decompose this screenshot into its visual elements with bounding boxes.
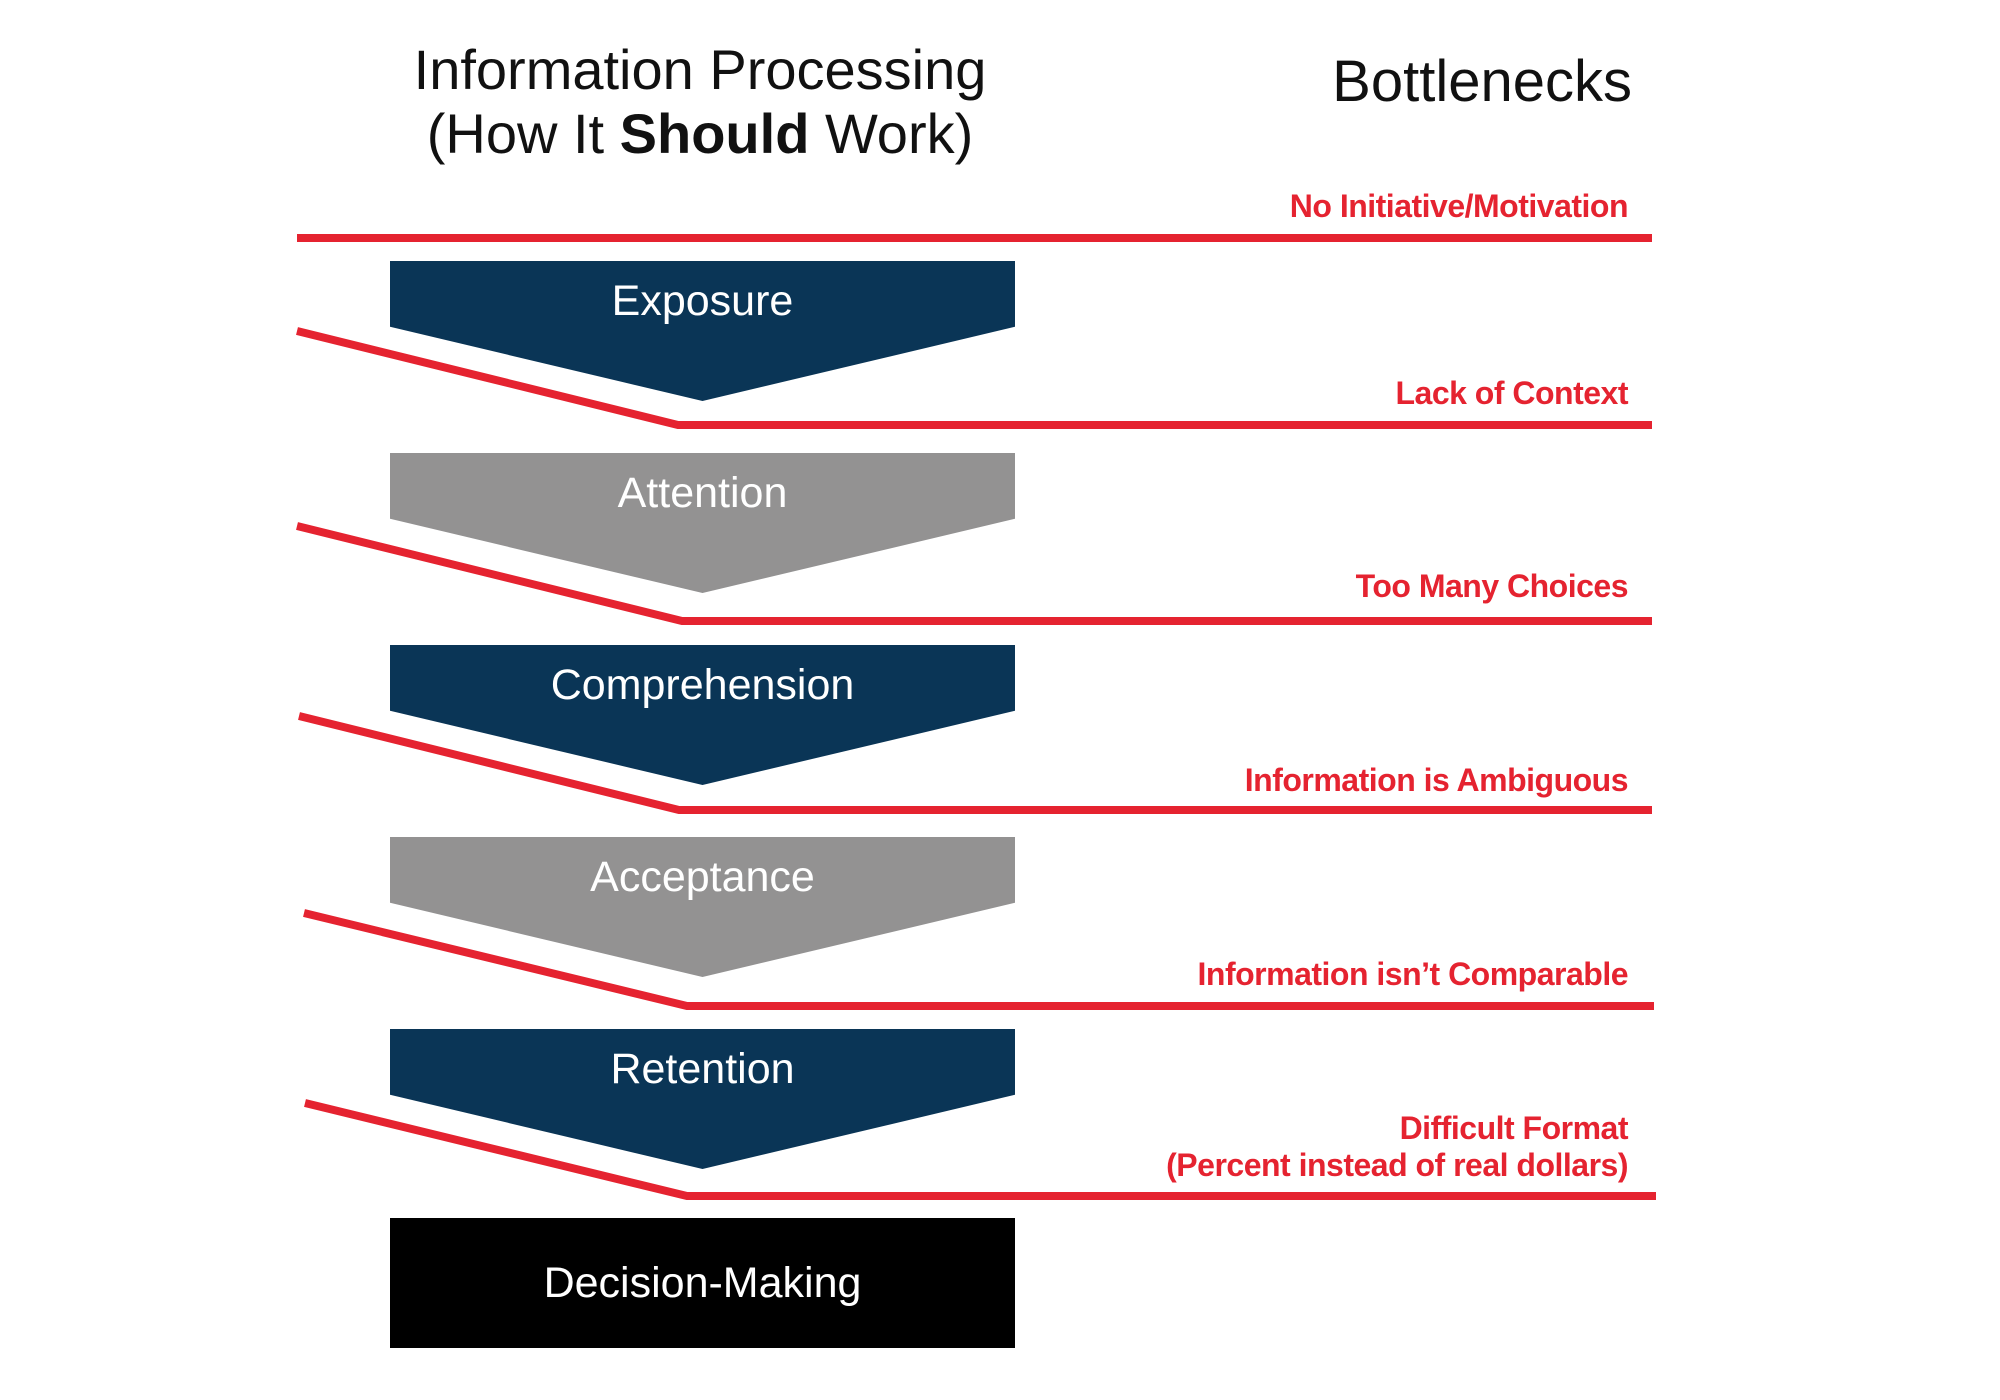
bottleneck-label-6-line1: Difficult Format (1399, 1110, 1629, 1146)
bottleneck-label-2: Lack of Context (1395, 375, 1628, 411)
bottleneck-line-5 (303, 909, 1654, 1010)
stage-label: Acceptance (590, 853, 815, 901)
process-title-line2: (How It Should Work) (426, 102, 974, 165)
bottleneck-line-6 (304, 1099, 1656, 1200)
bottleneck-label-6: Difficult Format (Percent instead of rea… (1166, 1110, 1628, 1184)
bottleneck-label-6-line2: (Percent instead of real dollars) (1166, 1147, 1628, 1183)
stage-label: Retention (610, 1045, 795, 1093)
bottleneck-label-4: Information is Ambiguous (1244, 762, 1629, 798)
bottleneck-line-4 (298, 712, 1652, 814)
bottleneck-label-3: Too Many Choices (1355, 568, 1629, 604)
bottleneck-label-1: No Initiative/Motivation (1289, 188, 1629, 224)
stage-decision-making: Decision-Making (390, 1218, 1015, 1348)
process-title-line1: Information Processing (413, 38, 987, 101)
bottleneck-line-3 (296, 522, 1652, 625)
bottlenecks-title: Bottlenecks (1332, 49, 1632, 114)
stage-label: Decision-Making (543, 1258, 862, 1307)
bottleneck-label-5: Information isn’t Comparable (1197, 956, 1629, 992)
process-title: Information Processing (How It Should Wo… (360, 38, 1040, 166)
bottleneck-line-2 (296, 327, 1652, 429)
stage-label: Exposure (611, 277, 794, 325)
stage-label: Comprehension (550, 661, 855, 709)
stage-label: Attention (617, 469, 788, 517)
